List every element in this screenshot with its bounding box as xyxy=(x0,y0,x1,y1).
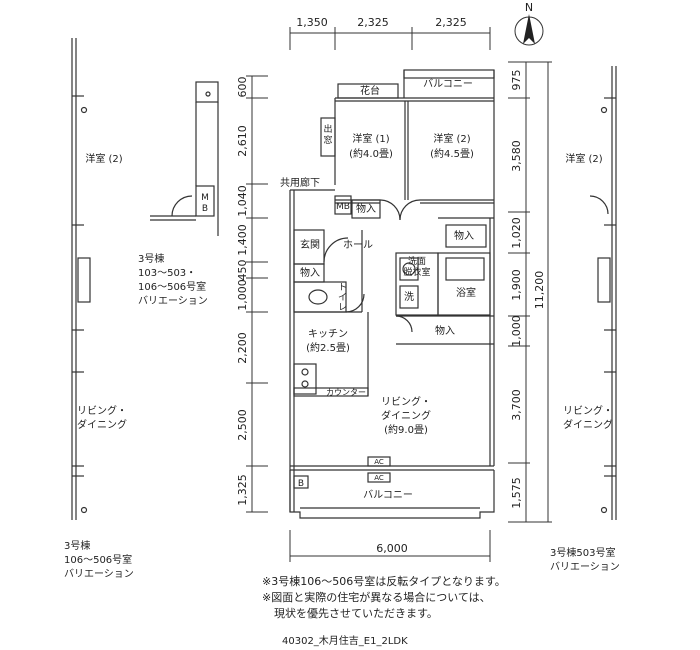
hall-label: ホール xyxy=(343,239,373,251)
right-room-label: 洋室 (2) xyxy=(565,152,602,165)
left-mb-label-bottom: B xyxy=(202,204,208,214)
kitchen-name: キッチン xyxy=(308,328,348,340)
left-living-label-1: リビング・ xyxy=(77,404,127,417)
bedroom2-size: (約4.5畳) xyxy=(430,147,474,160)
right-dim-1000: 1,000 xyxy=(510,315,523,347)
variation1-line2: 103～503・ xyxy=(138,268,196,279)
top-dimension-line xyxy=(289,27,491,50)
right-living-label-2: ダイニング xyxy=(563,418,613,431)
right-living-label-1: リビング・ xyxy=(563,404,613,417)
left-dim-1325: 1,325 xyxy=(236,474,249,506)
living-size: (約9.0畳) xyxy=(384,423,428,436)
right-dim-1575: 1,575 xyxy=(510,477,523,509)
bedroom1-name: 洋室 (1) xyxy=(352,132,389,145)
variation1-line1: 3号棟 xyxy=(138,252,164,265)
left-variation-strip xyxy=(71,38,219,520)
left-dim-1400: 1,400 xyxy=(236,224,249,256)
storage-label-3: 物入 xyxy=(300,266,320,279)
counter-label: カウンター xyxy=(326,388,366,397)
top-dim-3: 2,325 xyxy=(435,16,467,29)
right-dim-1020: 1,020 xyxy=(510,217,523,249)
ac-label-2: AC xyxy=(374,474,384,482)
right-dim-total: 11,200 xyxy=(533,271,546,310)
top-dim-1: 1,350 xyxy=(296,16,328,29)
left-living-label-2: ダイニング xyxy=(77,418,127,431)
bedroom2-name: 洋室 (2) xyxy=(433,132,470,145)
north-arrow-icon: N xyxy=(514,1,544,46)
washroom-label: 洗面脱衣室 xyxy=(403,255,430,278)
bottom-dim: 6,000 xyxy=(376,542,408,555)
storage-label-2: 物入 xyxy=(454,229,474,242)
left-dim-2610: 2,610 xyxy=(236,125,249,157)
right-dim-1900: 1,900 xyxy=(510,269,523,301)
ac-label-1: AC xyxy=(374,458,384,466)
common-corridor-label: 共用廊下 xyxy=(280,176,320,189)
left-mb-label-top: M xyxy=(201,193,209,203)
left-dim-2500: 2,500 xyxy=(236,409,249,441)
left-dim-1040: 1,040 xyxy=(236,185,249,217)
right-caption-line1: 3号棟503号室 xyxy=(550,546,615,559)
variation2-line1: 3号棟 xyxy=(64,539,90,552)
variation1-line3: 106～506号室 xyxy=(138,280,206,293)
note-line-3: 現状を優先させていただきます。 xyxy=(274,607,438,620)
variation2-line3: バリエーション xyxy=(64,568,134,580)
storage-label-4: 物入 xyxy=(435,324,455,337)
note-line-1: ※3号棟106～506号室は反転タイプとなります。 xyxy=(262,575,506,588)
left-dim-600: 600 xyxy=(236,77,249,98)
storage-label-1: 物入 xyxy=(356,202,376,215)
variation1-line4: バリエーション xyxy=(138,295,208,307)
note-line-2: ※図面と実際の住宅が異なる場合については、 xyxy=(262,591,491,604)
north-label: N xyxy=(525,1,533,14)
right-dim-3580: 3,580 xyxy=(510,140,523,172)
living-name-1: リビング・ xyxy=(381,395,431,408)
bath-label: 浴室 xyxy=(456,286,476,299)
main-floor-plan xyxy=(289,69,495,519)
left-dim-1000: 1,000 xyxy=(236,279,249,311)
bedroom1-size: (約4.0畳) xyxy=(349,147,393,160)
footer-code: 40302_木月住吉_E1_2LDK xyxy=(282,636,408,647)
left-room-label: 洋室 (2) xyxy=(85,152,122,165)
washer-label: 洗 xyxy=(404,291,414,303)
flower-bed-label: 花台 xyxy=(360,84,380,97)
toilet-label: トイレ xyxy=(338,283,347,313)
b-label: B xyxy=(298,479,304,489)
right-variation-strip xyxy=(589,66,617,520)
kitchen-size: (約2.5畳) xyxy=(306,341,350,354)
entrance-label: 玄関 xyxy=(300,238,320,251)
left-dimension-line xyxy=(246,75,268,513)
bay-window-label: 出窓 xyxy=(323,123,332,146)
right-dim-975: 975 xyxy=(510,70,523,91)
living-name-2: ダイニング xyxy=(381,409,431,422)
right-caption-line2: バリエーション xyxy=(550,561,620,573)
left-dim-450: 450 xyxy=(236,260,249,281)
variation2-line2: 106～506号室 xyxy=(64,553,132,566)
right-dim-3700: 3,700 xyxy=(510,389,523,421)
bottom-dimension-line xyxy=(289,530,491,562)
left-dim-2200: 2,200 xyxy=(236,332,249,364)
balcony-bottom-label: バルコニー xyxy=(363,489,413,501)
balcony-top-label: バルコニー xyxy=(423,78,473,90)
mb-label-main: MB xyxy=(336,202,350,212)
top-dim-2: 2,325 xyxy=(357,16,389,29)
right-dimension-line xyxy=(508,61,552,523)
